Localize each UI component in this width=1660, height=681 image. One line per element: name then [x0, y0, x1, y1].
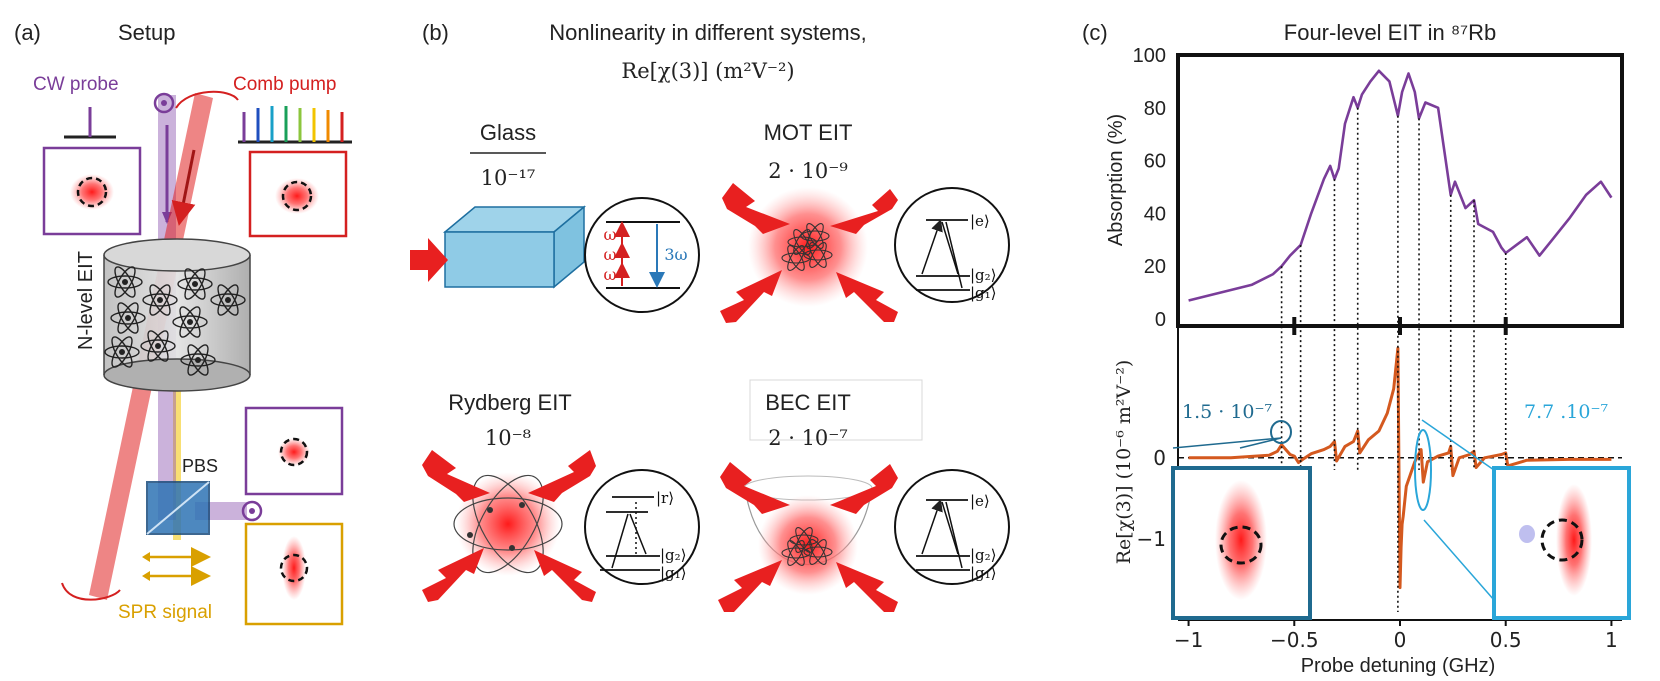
three-omega: 3ω: [664, 245, 687, 264]
top-ytick-1: 20: [1144, 256, 1166, 278]
mot-name: MOT EIT: [764, 120, 853, 145]
mot-state-g1: |g₁⟩: [970, 284, 997, 302]
mot-state-g2: |g₂⟩: [970, 266, 997, 284]
omega-2: ω: [603, 245, 616, 264]
pbs-cube: [146, 481, 210, 535]
top-ylabel: Absorption (%): [1105, 114, 1127, 246]
probe-frame: [42, 146, 142, 236]
panel-a: (a) Setup CW probe Comb pump: [14, 20, 352, 626]
bottom-xtick-label-2: 0: [1394, 628, 1407, 652]
panel-c-title: Four-level EIT in ⁸⁷Rb: [1284, 20, 1496, 45]
x-axis-label: Probe detuning (GHz): [1301, 655, 1496, 677]
glass-level-diagram: ω ω ω 3ω: [584, 197, 700, 313]
top-ytick-4: 80: [1144, 98, 1166, 120]
glass-block: [442, 205, 587, 289]
panel-a-title: Setup: [118, 20, 176, 45]
rydberg-name: Rydberg EIT: [448, 390, 572, 415]
omega-3: ω: [603, 265, 616, 284]
bec-title-box: [749, 379, 923, 441]
bec-state-g2: |g₂⟩: [970, 546, 997, 564]
bec-name: BEC EIT: [765, 390, 851, 415]
panel-b-title-line1: Nonlinearity in different systems,: [549, 20, 867, 45]
spr-signal-label: SPR signal: [118, 602, 212, 623]
bottom-xtick-label-0: −1: [1174, 628, 1203, 652]
pump-frame: [248, 150, 348, 238]
right-inset: [1414, 419, 1631, 620]
panel-c: (c) Four-level EIT in ⁸⁷Rb 020406080100 …: [1082, 20, 1631, 677]
signal-beam: [173, 360, 181, 540]
panel-b-label: (b): [422, 20, 449, 45]
panel-c-label: (c): [1082, 20, 1108, 45]
absorption-series-line: [1188, 69, 1613, 302]
cw-probe-label: CW probe: [33, 74, 119, 95]
annotation-right: 7.7 .10⁻⁷: [1524, 401, 1609, 423]
glass-input-arrow: [410, 238, 448, 282]
bec-cloud: [718, 462, 898, 612]
panel-b: (b) Nonlinearity in different systems, R…: [410, 20, 1010, 612]
bottom-ytick-0: −1: [1137, 527, 1166, 551]
rydberg-state-r: |r⟩: [656, 489, 674, 507]
top-ytick-5: 100: [1133, 45, 1166, 67]
panel-a-label: (a): [14, 20, 41, 45]
comb-pump-label: Comb pump: [233, 74, 337, 95]
bottom-ylabel: Re[χ(3)] (10⁻⁶ m²V⁻²): [1113, 360, 1135, 565]
glass-value: 10⁻¹⁷: [481, 166, 536, 190]
bec-level-diagram: |e⟩ |g₂⟩ |g₁⟩: [894, 469, 1010, 585]
polarization-arrows: [142, 547, 211, 586]
bec-state-g1: |g₁⟩: [970, 564, 997, 582]
rydberg-value: 10⁻⁸: [485, 426, 531, 450]
rydberg-state-g1: |g₁⟩: [660, 564, 687, 582]
chi3-series-line: [1188, 346, 1612, 590]
rydberg-state-g2: |g₂⟩: [660, 546, 687, 564]
pbs-label: PBS: [182, 456, 218, 476]
top-ytick-2: 40: [1144, 203, 1166, 225]
annotation-left: 1.5 · 10⁻⁷: [1182, 401, 1273, 423]
omega-1: ω: [603, 225, 616, 244]
dotted-markers: [1280, 107, 1507, 612]
left-inset: [1171, 420, 1312, 620]
bottom-xtick-label-4: 1: [1605, 628, 1618, 652]
top-ytick-3: 60: [1144, 151, 1166, 173]
comb-spectrum-icon: [238, 106, 352, 144]
bottom-xtick-label-1: −0.5: [1270, 628, 1319, 652]
mot-value: 2 · 10⁻⁹: [768, 159, 848, 183]
probe-out-frame: [244, 406, 344, 496]
mot-cloud: [720, 183, 898, 323]
mot-state-e: |e⟩: [970, 212, 990, 230]
panel-b-title-line2: Re[χ(3)] (m²V⁻²): [621, 59, 794, 83]
cell-label: N-level EIT: [75, 251, 97, 350]
probe-spectrum-icon: [64, 107, 116, 139]
top-ytick-0: 0: [1155, 309, 1166, 331]
rydberg-level-diagram: |r⟩ |g₂⟩ |g₁⟩: [584, 469, 700, 585]
bottom-ytick-1: 0: [1153, 446, 1166, 470]
mot-level-diagram: |e⟩ |g₂⟩ |g₁⟩: [894, 187, 1010, 303]
absorption-plot: 0 20 40 60 80 100: [1133, 45, 1624, 335]
signal-frame: [244, 522, 344, 626]
bottom-xtick-label-3: 0.5: [1490, 628, 1522, 652]
rydberg-cloud: [422, 450, 596, 602]
bec-state-e: |e⟩: [970, 492, 990, 510]
bec-value: 2 · 10⁻⁷: [768, 426, 848, 450]
glass-name: Glass: [480, 120, 536, 145]
vapor-cell: [103, 238, 251, 392]
